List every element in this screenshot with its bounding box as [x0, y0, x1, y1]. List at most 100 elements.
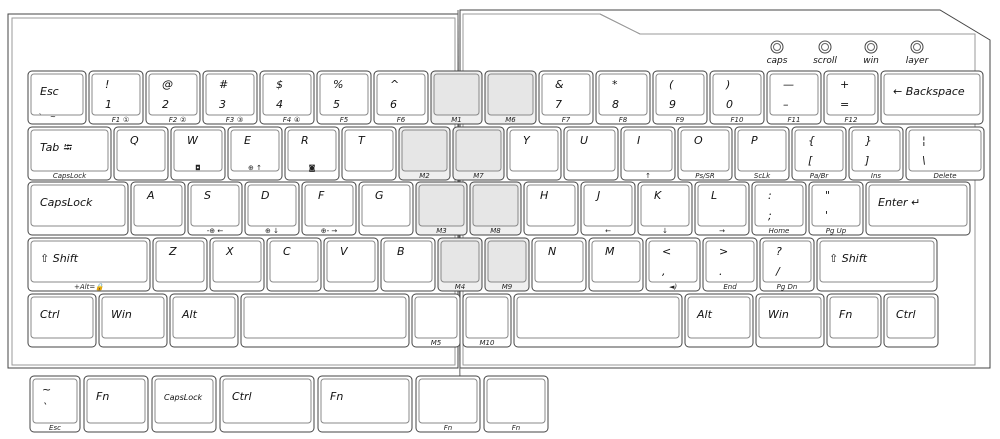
key-a[interactable]: A [130, 181, 186, 236]
key-legend-top: X [225, 245, 234, 258]
key-r[interactable]: R◙ [284, 126, 340, 181]
key-fn-label: M2 [419, 172, 430, 180]
key-lshift[interactable]: ⇧ Shift+Alt=🔒 [27, 237, 151, 292]
key-fn-label: +Alt=🔒 [74, 283, 104, 291]
key-tab[interactable]: Tab ⭾CapsLock [27, 126, 112, 181]
extra-ex-ctrl[interactable]: Ctrl [219, 375, 315, 433]
key-fn[interactable]: Fn [826, 293, 882, 348]
key-ralt[interactable]: Alt [684, 293, 754, 348]
key-j[interactable]: J← [580, 181, 636, 236]
key-equal[interactable]: +=F12 [823, 70, 879, 125]
key-lspace[interactable] [240, 293, 410, 348]
key-legend-top: U [580, 134, 588, 147]
key-e[interactable]: E⊕ ↑ [227, 126, 283, 181]
extra-ex-fn1[interactable]: Fn [83, 375, 149, 433]
key-g[interactable]: G [358, 181, 414, 236]
key-rctrl[interactable]: Ctrl [883, 293, 939, 348]
key-o[interactable]: OPs/SR [677, 126, 733, 181]
key-m[interactable]: M [588, 237, 644, 292]
key-lbr[interactable]: {[Pa/Br [791, 126, 847, 181]
key-m9[interactable]: M9 [484, 237, 530, 292]
key-t[interactable]: T [341, 126, 397, 181]
key-fn-label: Home [769, 227, 790, 235]
key-q[interactable]: Q [113, 126, 169, 181]
key-quote[interactable]: "'Pg Up [808, 181, 864, 236]
key-m7[interactable]: M7 [452, 126, 505, 181]
key-w[interactable]: W◘ [170, 126, 226, 181]
key-6[interactable]: ^6F6 [373, 70, 429, 125]
key-esc[interactable]: Esc`~ [27, 70, 87, 125]
key-semi[interactable]: :;Home [751, 181, 807, 236]
key-legend-top: Q [130, 134, 139, 147]
key-i[interactable]: I↑ [620, 126, 676, 181]
key-legend-top: ? [776, 245, 782, 258]
key-lwin[interactable]: Win [98, 293, 168, 348]
key-y[interactable]: Y [506, 126, 562, 181]
key-5[interactable]: %5F5 [316, 70, 372, 125]
key-bksp[interactable]: ← Backspace [880, 70, 984, 125]
key-k[interactable]: K↓ [637, 181, 693, 236]
key-label: Ctrl [232, 390, 252, 403]
key-fn-label: M5 [431, 339, 442, 347]
key-l[interactable]: L→ [694, 181, 750, 236]
key-legend-top: { [808, 134, 815, 147]
key-label: ← Backspace [893, 85, 965, 98]
extra-ex-tilde[interactable]: ~`Esc [29, 375, 81, 433]
key-m1[interactable]: M1 [430, 70, 483, 125]
key-fn-label: Fn [512, 424, 520, 432]
key-rspace[interactable] [513, 293, 683, 348]
key-label: Ctrl [40, 308, 60, 321]
key-rbr[interactable]: }]Ins [848, 126, 904, 181]
key-9[interactable]: (9F9 [652, 70, 708, 125]
key-m4[interactable]: M4 [437, 237, 483, 292]
key-legend-br: ~ [50, 113, 56, 121]
key-m2[interactable]: M2 [398, 126, 451, 181]
key-caps[interactable]: CapsLock [27, 181, 129, 236]
key-v[interactable]: V [323, 237, 379, 292]
key-m3[interactable]: M3 [415, 181, 468, 236]
key-z[interactable]: Z [152, 237, 208, 292]
key-m5[interactable]: M5 [411, 293, 461, 348]
key-8[interactable]: *8F8 [595, 70, 651, 125]
extra-ex-caps[interactable]: CapsLock [151, 375, 217, 433]
key-legend-top: B [397, 245, 405, 258]
key-h[interactable]: H [523, 181, 579, 236]
key-b[interactable]: B [380, 237, 436, 292]
key-rshift[interactable]: ⇧ Shift [816, 237, 938, 292]
key-m10[interactable]: M10 [462, 293, 512, 348]
key-comma[interactable]: <,◄) [645, 237, 701, 292]
key-legend-top: M [605, 245, 615, 258]
key-fn-label: Pg Dn [777, 283, 798, 291]
key-fn-label: F3 [226, 116, 234, 124]
key-fn-label: F1 [112, 116, 120, 124]
key-u[interactable]: U [563, 126, 619, 181]
key-m8[interactable]: M8 [469, 181, 522, 236]
extra-ex-blank2[interactable]: Fn [483, 375, 549, 433]
key-7[interactable]: &7F7 [538, 70, 594, 125]
key-d[interactable]: D⊕ ↓ [244, 181, 300, 236]
key-enter[interactable]: Enter ↵ [865, 181, 971, 236]
key-c[interactable]: C [266, 237, 322, 292]
key-m6[interactable]: M6 [484, 70, 537, 125]
extra-ex-blank1[interactable]: Fn [415, 375, 481, 433]
key-lctrl[interactable]: Ctrl [27, 293, 97, 348]
key-rwin[interactable]: Win [755, 293, 825, 348]
key-x[interactable]: X [209, 237, 265, 292]
key-slash[interactable]: ?/Pg Dn [759, 237, 815, 292]
extra-ex-fn2[interactable]: Fn [317, 375, 413, 433]
key-period[interactable]: >.End [702, 237, 758, 292]
key-f[interactable]: F⊕- → [301, 181, 357, 236]
key-lalt[interactable]: Alt [169, 293, 239, 348]
key-n[interactable]: N [531, 237, 587, 292]
key-s[interactable]: S-⊕ ← [187, 181, 243, 236]
key-minus[interactable]: —–F11 [766, 70, 822, 125]
key-bsl[interactable]: ¦\Delete [905, 126, 985, 181]
key-legend-top: ^ [390, 78, 399, 91]
